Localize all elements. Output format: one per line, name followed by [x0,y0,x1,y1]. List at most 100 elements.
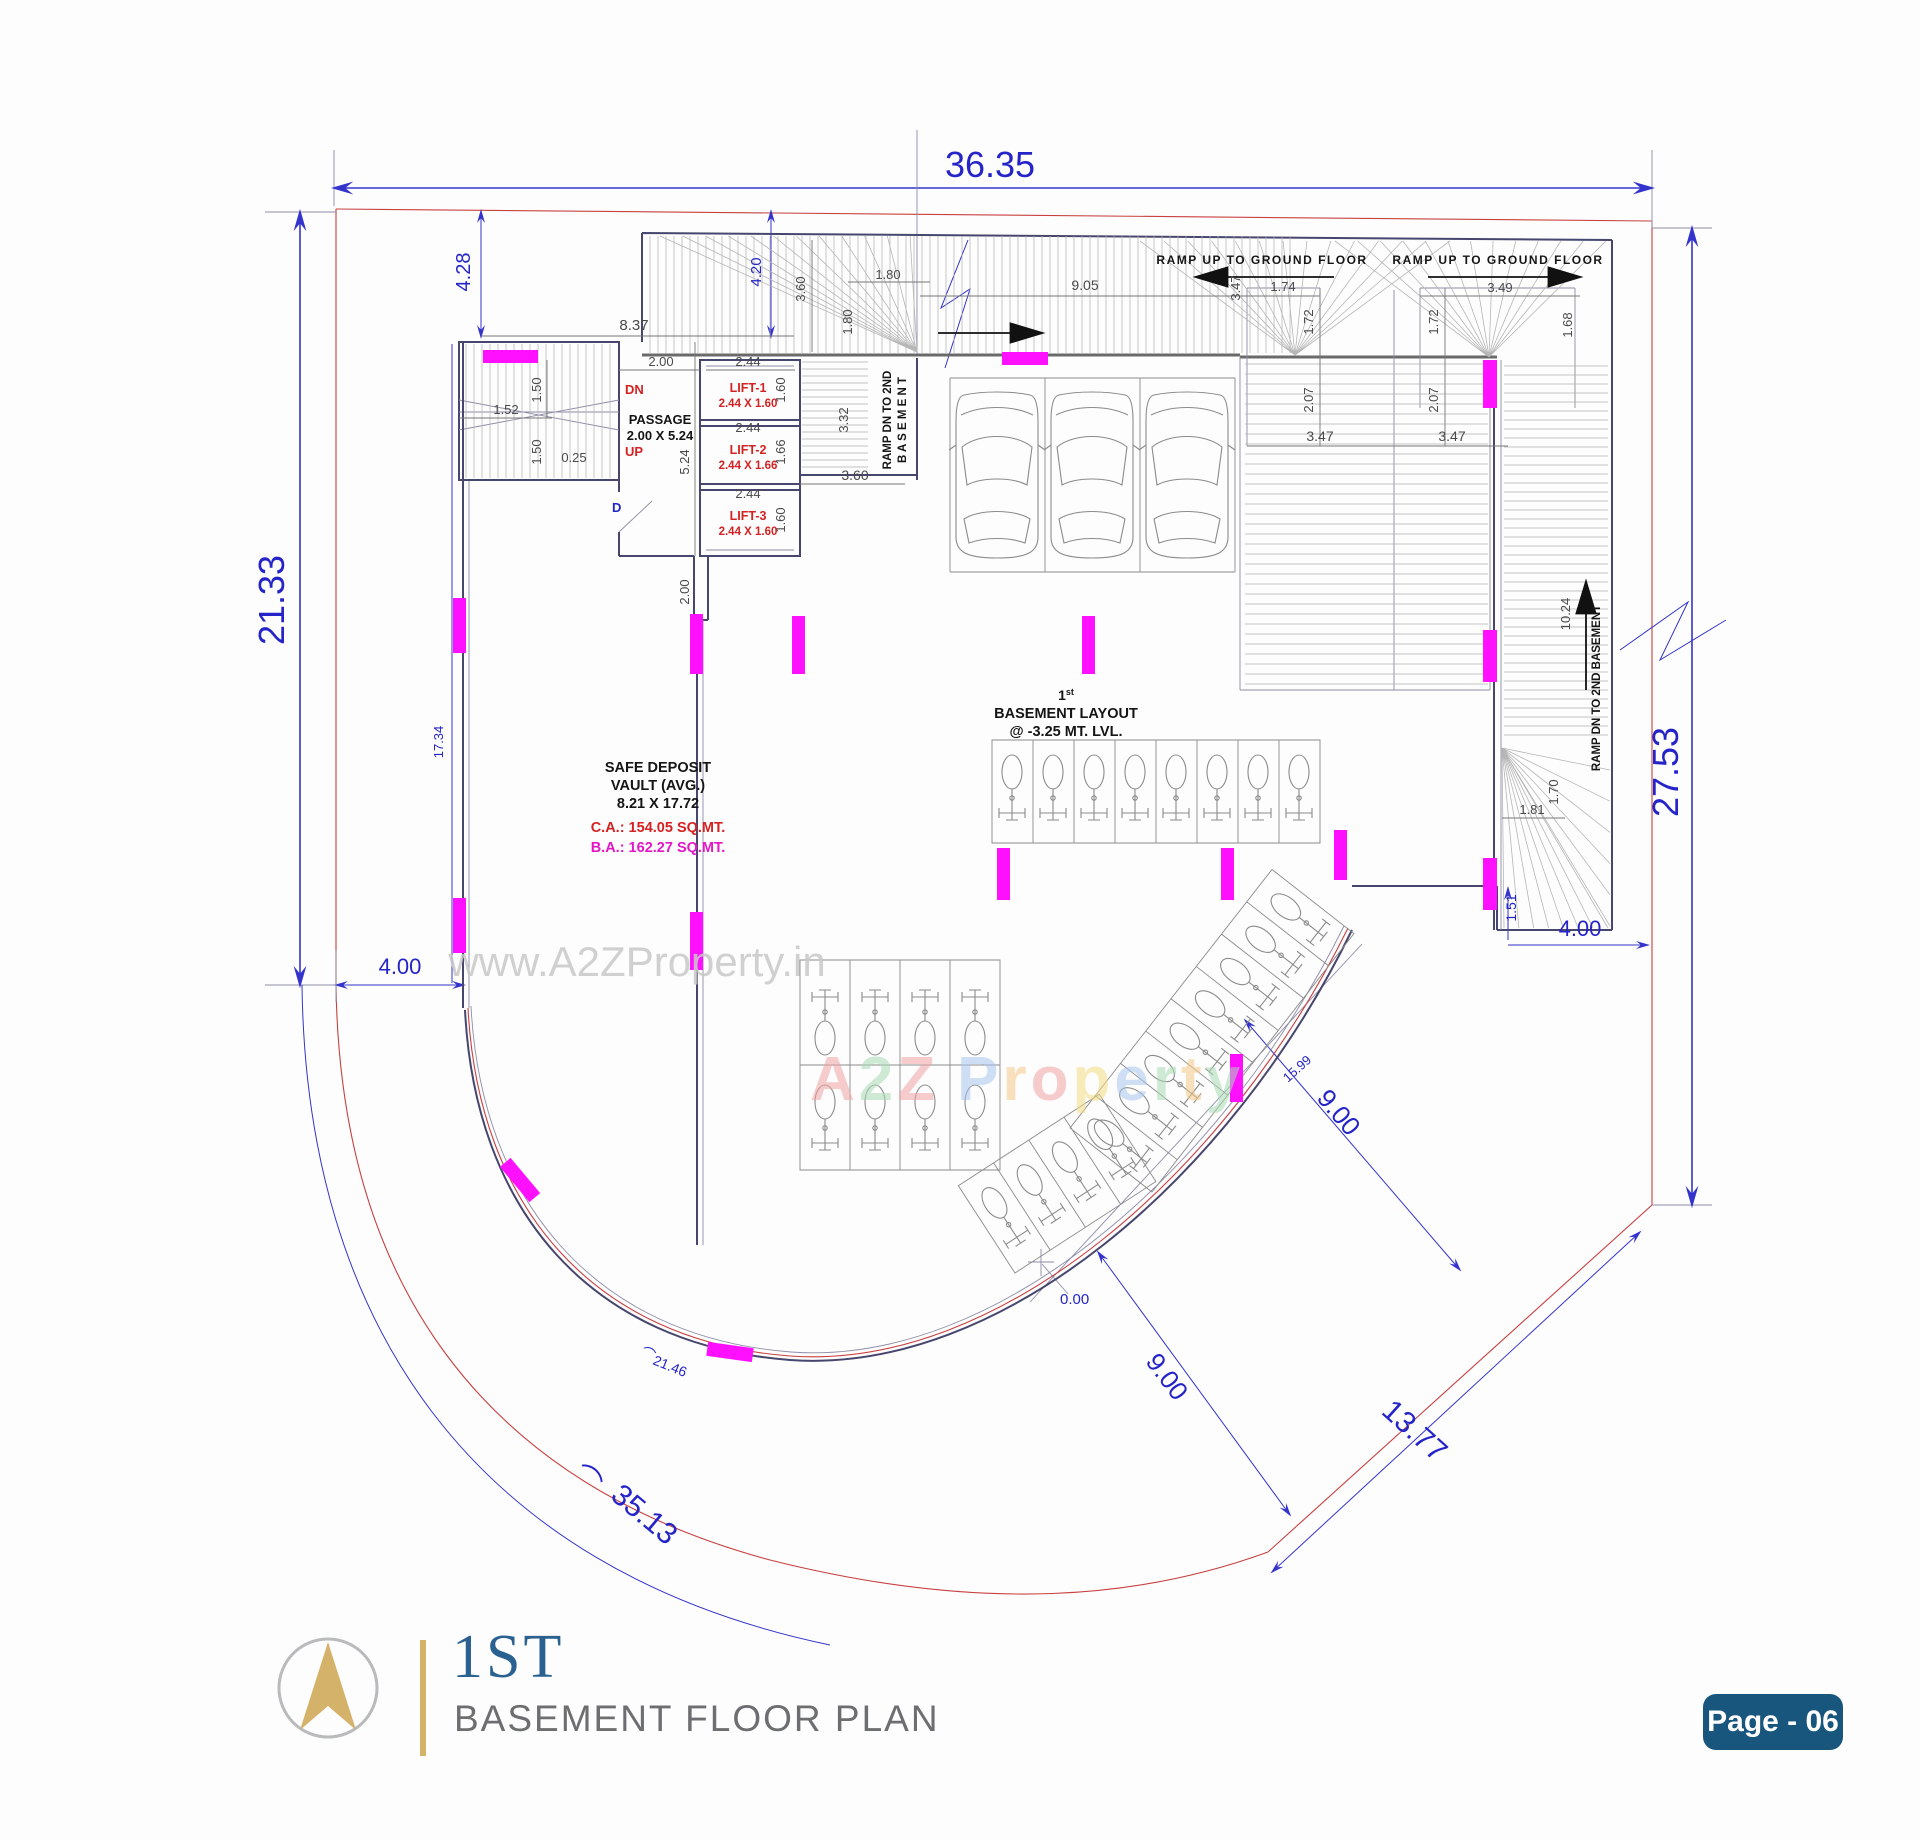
building-walls [458,232,1613,1362]
dim-27-53: 27.53 [1645,727,1686,817]
dim-4-20: 4.20 [748,257,765,286]
dim-3-47: 3.47 [1306,428,1333,444]
car-icon [1043,391,1141,559]
plan-title-line1: 1st [1058,687,1074,703]
lift3-label: LIFT-3 [730,509,767,523]
dim-9-00-b: 9.00 [1311,1083,1367,1141]
page-number-badge: Page - 06 [1703,1694,1843,1750]
vault-size: 8.21 X 17.72 [617,796,699,812]
scooter-icon [1203,754,1231,821]
scooter-icon [1263,885,1333,948]
passage-size: 2.00 X 5.24 [627,428,694,443]
scooter-icon [1213,950,1282,1012]
dim-21-33: 21.33 [251,555,292,645]
ramp-up-label-2: RAMP UP TO GROUND FLOOR [1392,253,1603,267]
arc-symbol: ⌒ [566,1459,607,1501]
stairs-up-label: UP [625,444,643,459]
dim-0-25: 0.25 [561,450,586,465]
stairs-dn-label: DN [625,382,644,397]
scooter-icon [1080,754,1108,821]
dim-10-24: 10.24 [1558,598,1573,631]
dim-0-00: 0.00 [1060,1291,1089,1308]
ramp-dn-label-line1: RAMP DN TO 2ND [882,371,894,470]
parked-cars [948,391,1236,559]
ramp-dn-label-line2: B A S E M E N T [897,377,909,463]
dim-2-44: 2.44 [735,486,760,501]
lift2-size: 2.44 X 1.66 [719,460,778,472]
dim-1-72: 1.72 [1301,309,1316,334]
dim-3-60: 3.60 [841,467,868,483]
dim-4-28: 4.28 [453,253,475,292]
dim-4-00-left: 4.00 [379,954,422,979]
dim-1-50: 1.50 [529,439,544,464]
dim-1-81: 1.81 [1519,802,1544,817]
dim-1-74: 1.74 [1270,279,1295,294]
dim-1-80: 1.80 [875,267,900,282]
dim-5-24: 5.24 [677,449,692,474]
dim-9-00-a: 9.00 [1140,1347,1194,1405]
scooter-icon [1008,1158,1068,1228]
dim-1-60: 1.60 [773,377,788,402]
scooter-icon [998,754,1026,821]
arc-symbol: ⌒ [639,1344,658,1364]
scooter-icon [973,1180,1033,1251]
dim-21-46: 21.46 [651,1352,690,1380]
footer-subtitle: BASEMENT FLOOR PLAN [454,1698,940,1739]
outer-dimensions [265,130,1727,1646]
two-wheeler-parking [799,739,1355,1274]
dim-9-05: 9.05 [1071,277,1098,293]
dim-2-07: 2.07 [1301,387,1316,412]
vault-label-1: SAFE DEPOSIT [605,760,711,776]
dim-3-49: 3.49 [1487,280,1512,295]
scooter-icon [1188,982,1257,1045]
plan-title-line3: @ -3.25 MT. LVL. [1010,724,1123,740]
dim-4-00-right: 4.00 [1559,916,1602,941]
scooter-icon [1244,754,1272,821]
plan-title-line2: BASEMENT LAYOUT [994,706,1138,722]
lift1-label: LIFT-1 [730,381,767,395]
dim-13-77: 13.77 [1375,1394,1453,1469]
lift1-size: 2.44 X 1.60 [719,398,778,410]
vault-label-2: VAULT (AVG.) [611,778,705,794]
dim-36-35: 36.35 [945,144,1035,185]
scooter-icon [1285,754,1313,821]
dim-8-37: 8.37 [619,317,648,334]
passage-label: PASSAGE [629,412,692,427]
watermark-url: www.A2ZProperty.in [447,938,825,985]
brand-logo [277,1637,379,1739]
vault-carpet-area: C.A.: 154.05 SQ.MT. [591,820,726,836]
dim-3-32: 3.32 [836,407,851,432]
dim-1-72: 1.72 [1426,309,1441,334]
ramp-dn-label-right: RAMP DN TO 2ND BASEMENT [1591,605,1603,771]
dim-2-00-rot: 2.00 [677,579,692,604]
scooter-icon [1039,754,1067,821]
dim-1-52: 1.52 [493,402,518,417]
dim-3-47-rot: 3.47 [1228,275,1243,300]
logo-spire-icon [300,1642,356,1730]
dim-1-50: 1.50 [529,377,544,402]
dim-17-34: 17.34 [431,726,446,759]
dim-2-07: 2.07 [1426,387,1441,412]
dim-1-51: 1.51 [1503,894,1519,921]
footer-divider [420,1640,426,1756]
car-icon [948,391,1046,559]
plot-boundary [335,208,1653,1595]
car-icon [1138,391,1236,559]
ramp-up-label-1: RAMP UP TO GROUND FLOOR [1156,253,1367,267]
footer-title: 1ST [452,1623,565,1691]
dim-1-70: 1.70 [1546,779,1561,804]
dim-1-80-rot: 1.80 [840,309,855,334]
dim-1-66: 1.66 [773,439,788,464]
dim-2-00: 2.00 [648,354,673,369]
interior-dimensions [459,240,1597,819]
scooter-icon [1162,754,1190,821]
logo-circle [277,1637,379,1739]
scooter-icon [1121,754,1149,821]
lift2-label: LIFT-2 [730,443,767,457]
dim-1-60: 1.60 [773,507,788,532]
door-label: D [612,500,621,515]
dim-2-44: 2.44 [735,354,760,369]
dim-2-44: 2.44 [735,420,760,435]
